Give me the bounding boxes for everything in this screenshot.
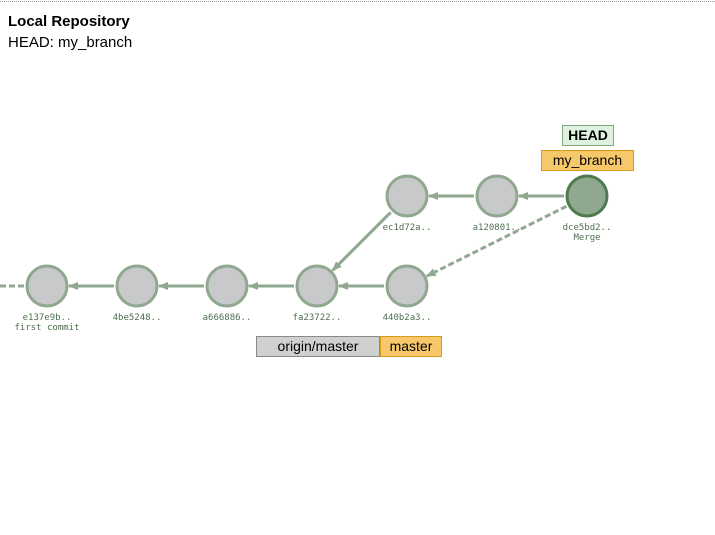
commit-node[interactable]	[115, 264, 159, 308]
repo-head-label: HEAD: my_branch	[8, 34, 133, 51]
commit-node[interactable]	[205, 264, 249, 308]
commit-id-label: 440b2a3..	[383, 313, 432, 323]
edge-ec1d72a-to-fa23722	[331, 211, 392, 272]
commit-node[interactable]	[565, 174, 609, 218]
commit-id-label: e137e9b..	[23, 313, 72, 323]
edge-dce5bd2-to-440b2a3	[425, 204, 568, 278]
my-branch-ref-tag[interactable]: my_branch	[541, 150, 634, 171]
commit-node[interactable]	[475, 174, 519, 218]
commit-message-label: Merge	[573, 233, 600, 243]
commit-id-label: a666886..	[203, 313, 252, 323]
commit-node[interactable]	[295, 264, 339, 308]
commit-node[interactable]	[25, 264, 69, 308]
origin-master-ref-tag[interactable]: origin/master	[256, 336, 380, 357]
commit-id-label: fa23722..	[293, 313, 342, 323]
top-border	[0, 1, 715, 2]
master-ref-tag[interactable]: master	[380, 336, 442, 357]
commit-node[interactable]	[385, 264, 429, 308]
commit-id-label: a120801..	[473, 223, 522, 233]
head-ref-tag[interactable]: HEAD	[562, 125, 614, 146]
commit-message-label: first commit	[14, 323, 79, 333]
repo-title: Local Repository	[8, 13, 130, 30]
commit-id-label: dce5bd2..	[563, 223, 612, 233]
commit-id-label: 4be5248..	[113, 313, 162, 323]
commit-id-label: ec1d72a..	[383, 223, 432, 233]
commit-node[interactable]	[385, 174, 429, 218]
